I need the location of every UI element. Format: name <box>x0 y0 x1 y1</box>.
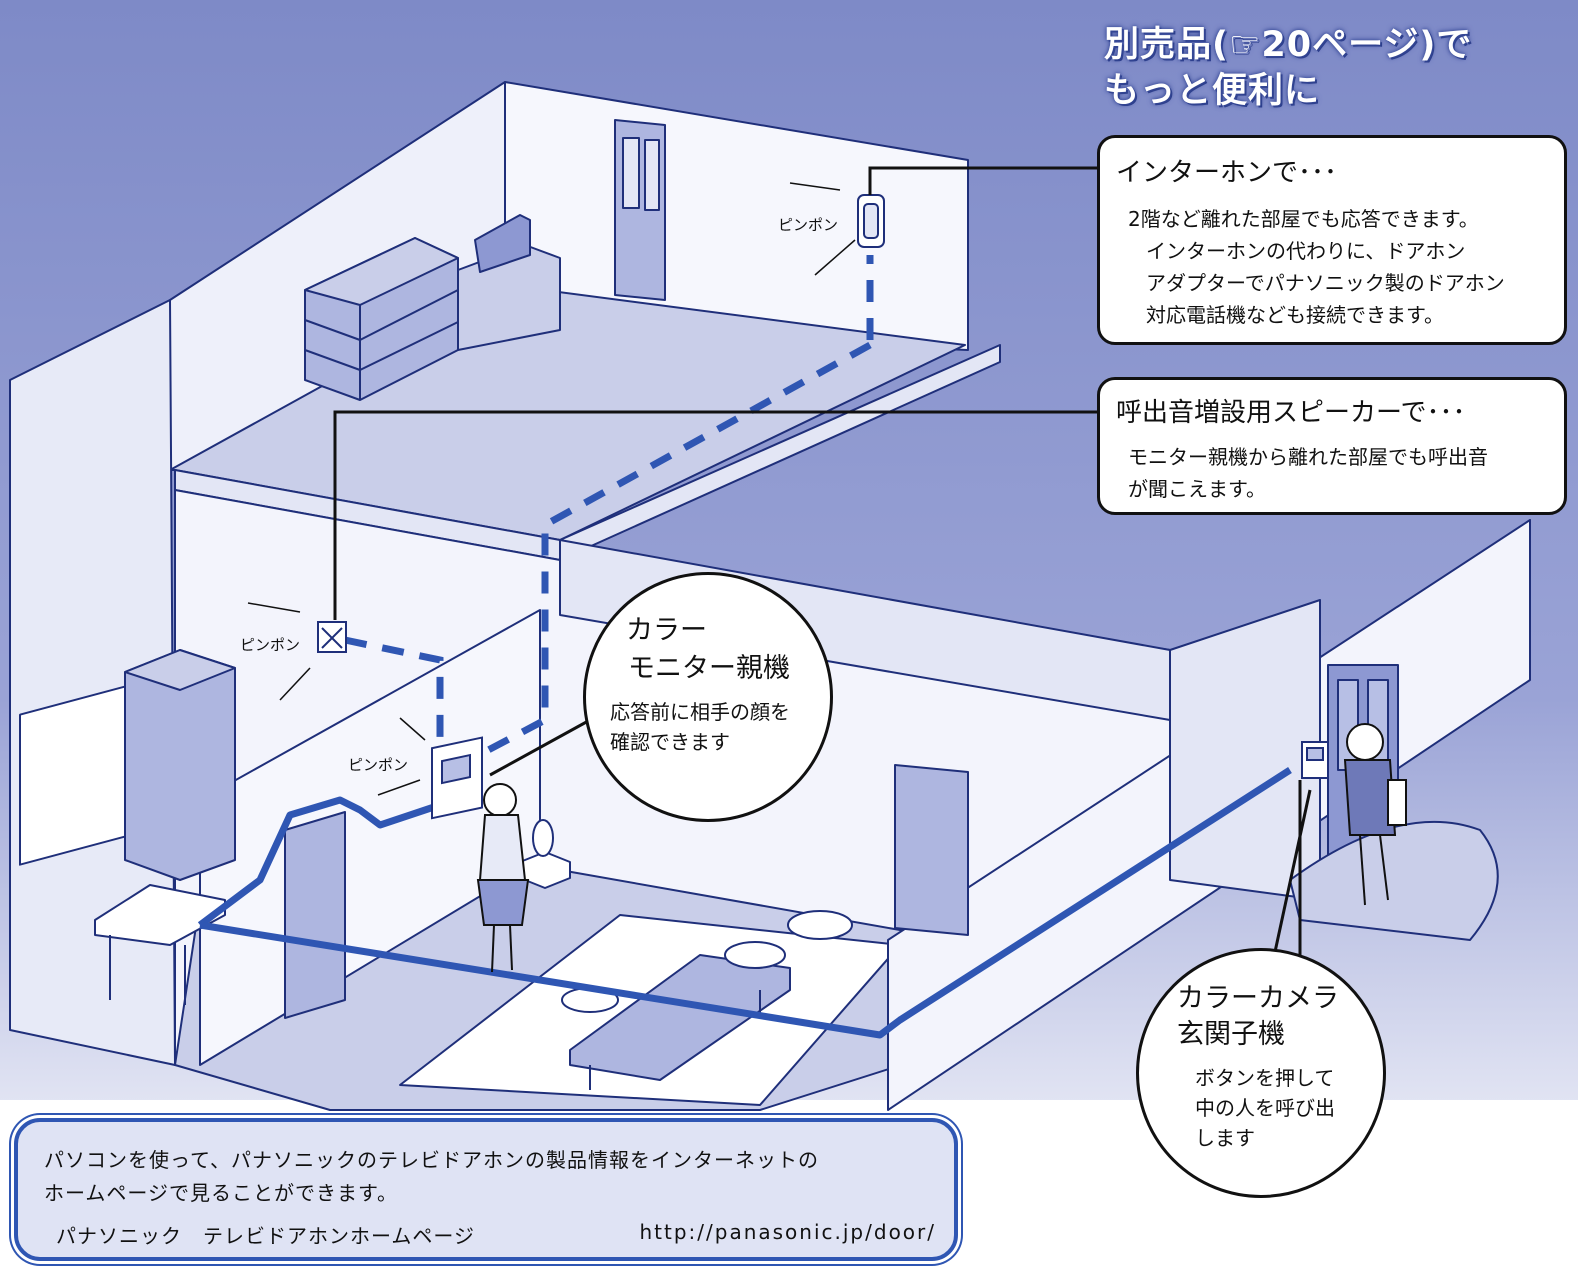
books <box>474 214 531 273</box>
intercom-callout: インターホンで･･･ 2階など離れた部屋でも応答できます。 インターホンの代わり… <box>1097 135 1567 345</box>
monitor-callout-title1: カラー <box>626 615 707 646</box>
monitor-leader <box>489 718 591 777</box>
camera-callout-line3: します <box>1195 1126 1255 1150</box>
camera-callout-title2: 玄関子機 <box>1177 1019 1285 1050</box>
camera-callout: カラーカメラ 玄関子機 ボタンを押して 中の人を呼び出 します <box>1136 948 1386 1198</box>
camera-callout-title1: カラーカメラ <box>1177 983 1339 1014</box>
monitor-callout: カラー モニター親機 応答前に相手の顔を 確認できます <box>583 572 833 822</box>
camera-cable <box>197 796 442 928</box>
coffee-table <box>569 954 791 1081</box>
speaker-leader <box>333 410 1100 620</box>
camera-cable-floor <box>199 767 1292 1039</box>
dining-table <box>94 884 226 946</box>
website-info-footer: パナソニック テレビドアホンホームページ http://panasonic.jp… <box>56 1220 936 1249</box>
monitor-callout-line1: 応答前に相手の顔を <box>610 700 790 724</box>
sound-label-monitor: ピンポン <box>348 756 409 774</box>
speaker-callout: 呼出音増設用スピーカーで･･･ モニター親機から離れた部屋でも呼出音 が聞こえま… <box>1097 377 1567 515</box>
camera-callout-line2: 中の人を呼び出 <box>1195 1096 1335 1120</box>
cushion <box>724 941 786 969</box>
heading-line1: 別売品(☞20ページ)で <box>1104 25 1473 65</box>
woman-figure <box>476 783 530 973</box>
cushion <box>787 910 853 940</box>
website-info-line1: パソコンを使って、パナソニックのテレビドアホンの製品情報をインターネットの <box>44 1148 819 1172</box>
website-name: パナソニック テレビドアホンホームページ <box>56 1224 475 1248</box>
intercom-callout-line4: 対応電話機なども接続できます。 <box>1146 303 1444 327</box>
monitor-callout-line2: 確認できます <box>610 730 730 754</box>
website-info-box: パソコンを使って、パナソニックのテレビドアホンの製品情報をインターネットの ホー… <box>14 1118 958 1261</box>
heading: 別売品(☞20ページ)で もっと便利に <box>1104 22 1564 114</box>
porch-step <box>1289 820 1499 941</box>
sound-label-upstairs: ピンポン <box>778 216 839 234</box>
website-info-text: パソコンを使って、パナソニックのテレビドアホンの製品情報をインターネットの ホー… <box>44 1144 944 1210</box>
speaker-callout-title: 呼出音増設用スピーカーで･･･ <box>1116 398 1466 428</box>
sound-label-speaker: ピンポン <box>240 636 301 654</box>
living-door <box>894 764 969 936</box>
monitor-callout-title2: モニター親機 <box>628 653 790 684</box>
vase <box>532 819 554 857</box>
intercom-callout-line2: インターホンの代わりに、ドアホン <box>1146 239 1466 263</box>
intercom-leader <box>868 166 1100 195</box>
website-info-line2: ホームページで見ることができます。 <box>44 1181 398 1205</box>
intercom-callout-line1: 2階など離れた部屋でも応答できます。 <box>1128 207 1479 231</box>
intercom-callout-title: インターホンで･･･ <box>1116 158 1338 188</box>
speaker-callout-line1: モニター親機から離れた部屋でも呼出音 <box>1128 445 1488 469</box>
heading-line2: もっと便利に <box>1104 71 1321 111</box>
dashed-cable-upper-floor <box>458 341 872 769</box>
website-url-link[interactable]: http://panasonic.jp/door/ <box>639 1220 936 1244</box>
intercom-callout-line3: アダプターでパナソニック製のドアホン <box>1146 271 1505 295</box>
visitor-figure <box>1343 723 1407 906</box>
entrance-wall <box>1169 599 1321 901</box>
dining-door <box>284 811 346 1019</box>
dashed-cable-to-speaker <box>344 636 444 760</box>
chest-of-drawers <box>304 237 459 401</box>
speaker-callout-line2: が聞こえます。 <box>1128 477 1266 501</box>
camera-callout-line1: ボタンを押して <box>1195 1066 1335 1090</box>
